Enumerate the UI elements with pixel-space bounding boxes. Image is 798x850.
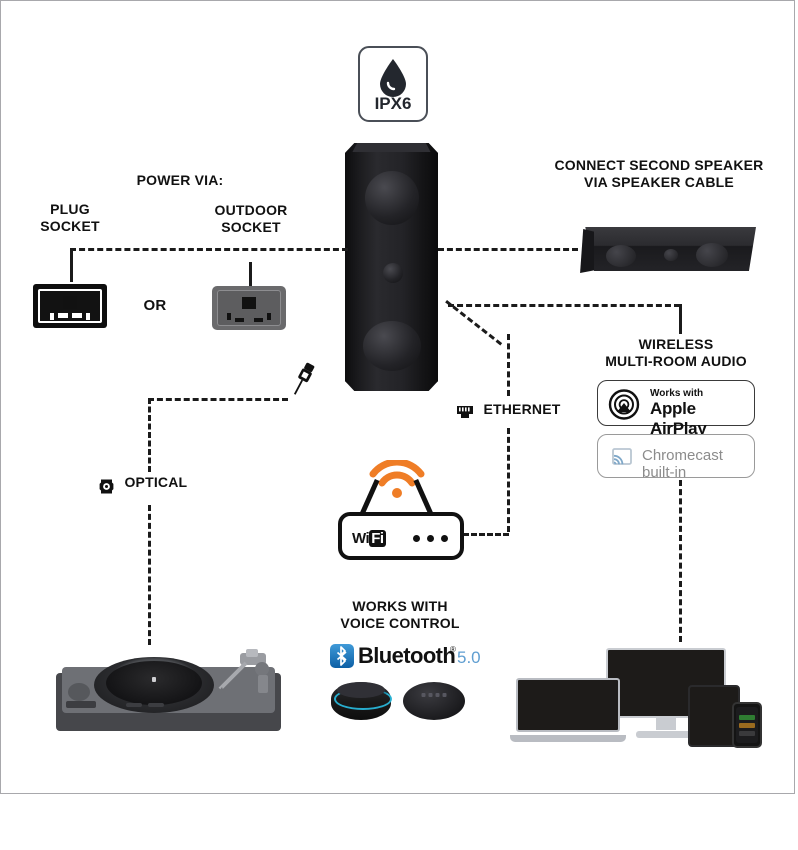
wireless-line-horizontal	[448, 304, 680, 307]
ethernet-group: ETHERNET	[455, 401, 560, 423]
airplay-name-label: Apple AirPlay	[650, 399, 707, 438]
wireless-multiroom-heading: WIRELESS MULTI-ROOM AUDIO	[576, 336, 776, 369]
ipx6-badge: IPX6	[358, 46, 428, 122]
outdoor-socket-graphic	[212, 286, 286, 330]
wifi-label-wi: Wi	[352, 530, 370, 547]
smartphone-device	[732, 702, 762, 748]
optical-toslink-icon	[99, 479, 114, 494]
apple-airplay-badge: Works with Apple AirPlay	[597, 380, 755, 438]
bluetooth-logo: Bluetooth ® 5.0	[330, 642, 481, 670]
wireless-heading-line2: MULTI-ROOM AUDIO	[605, 352, 747, 369]
optical-line-upper	[148, 398, 151, 472]
wifi-label-fi: Fi	[369, 530, 386, 547]
optical-line-horizontal	[148, 398, 288, 401]
optical-group: OPTICAL	[98, 474, 187, 496]
turntable-device	[56, 645, 281, 745]
airplay-icon	[608, 389, 640, 420]
rj45-ethernet-icon	[457, 406, 473, 418]
wifi-signal-icon	[369, 460, 425, 498]
wireless-line-to-devices	[679, 480, 682, 642]
voice-control-heading: WORKS WITH VOICE CONTROL	[310, 598, 490, 631]
tablet-device	[688, 685, 740, 747]
router-indicator-dots	[413, 535, 448, 542]
outdoor-socket-label: OUTDOOR SOCKET	[191, 202, 311, 235]
plug-socket-label-line1: PLUG	[50, 201, 90, 217]
second-speaker-label-line1: CONNECT SECOND SPEAKER	[554, 157, 764, 173]
voice-heading-line1: WORKS WITH	[352, 598, 448, 614]
devices-cluster	[510, 640, 770, 748]
ethernet-line-lower	[507, 428, 510, 532]
optical-line-lower	[148, 505, 151, 645]
plug-socket-label: PLUG SOCKET	[20, 201, 120, 234]
optical-cable-plug-icon	[285, 360, 319, 398]
ethernet-line-upper	[507, 334, 510, 396]
outdoor-socket-label-line2: SOCKET	[221, 218, 281, 235]
wireless-line-to-badges	[679, 304, 682, 334]
nest-mini-speaker	[403, 682, 465, 720]
chromecast-icon	[612, 448, 632, 465]
bluetooth-icon	[330, 644, 354, 668]
echo-dot-speaker	[331, 678, 392, 722]
chromecast-badge: Chromecast built-in	[597, 434, 755, 481]
or-label: OR	[143, 297, 167, 314]
second-speaker	[570, 225, 756, 277]
second-speaker-label-line2: VIA SPEAKER CABLE	[584, 173, 734, 190]
ipx6-label: IPX6	[374, 94, 412, 113]
optical-label: OPTICAL	[124, 474, 188, 490]
power-line-plug-drop	[70, 248, 73, 282]
ethernet-label: ETHERNET	[483, 401, 561, 418]
chromecast-name-label: Chromecast built-in	[642, 447, 723, 481]
outdoor-socket-label-line1: OUTDOOR	[214, 202, 288, 218]
power-line-horizontal	[70, 248, 348, 251]
bluetooth-wordmark: Bluetooth	[358, 643, 456, 668]
voice-heading-line2: VOICE CONTROL	[340, 614, 460, 631]
power-via-heading: POWER VIA:	[136, 172, 224, 188]
wireless-heading-line1: WIRELESS	[638, 336, 714, 352]
bluetooth-registered-mark: ®	[450, 645, 456, 654]
main-tower-speaker	[345, 143, 438, 391]
bluetooth-version-label: 5.0	[457, 648, 481, 667]
plug-socket-graphic	[33, 284, 107, 328]
power-line-outdoor-drop	[249, 262, 252, 288]
speaker-cable-line	[438, 248, 578, 251]
laptop-device	[510, 678, 626, 742]
second-speaker-label: CONNECT SECOND SPEAKER VIA SPEAKER CABLE	[520, 157, 798, 190]
plug-socket-label-line2: SOCKET	[40, 217, 100, 234]
airplay-works-with-label: Works with	[650, 388, 704, 399]
ethernet-line-to-router	[463, 533, 509, 536]
water-drop-icon	[380, 59, 406, 97]
